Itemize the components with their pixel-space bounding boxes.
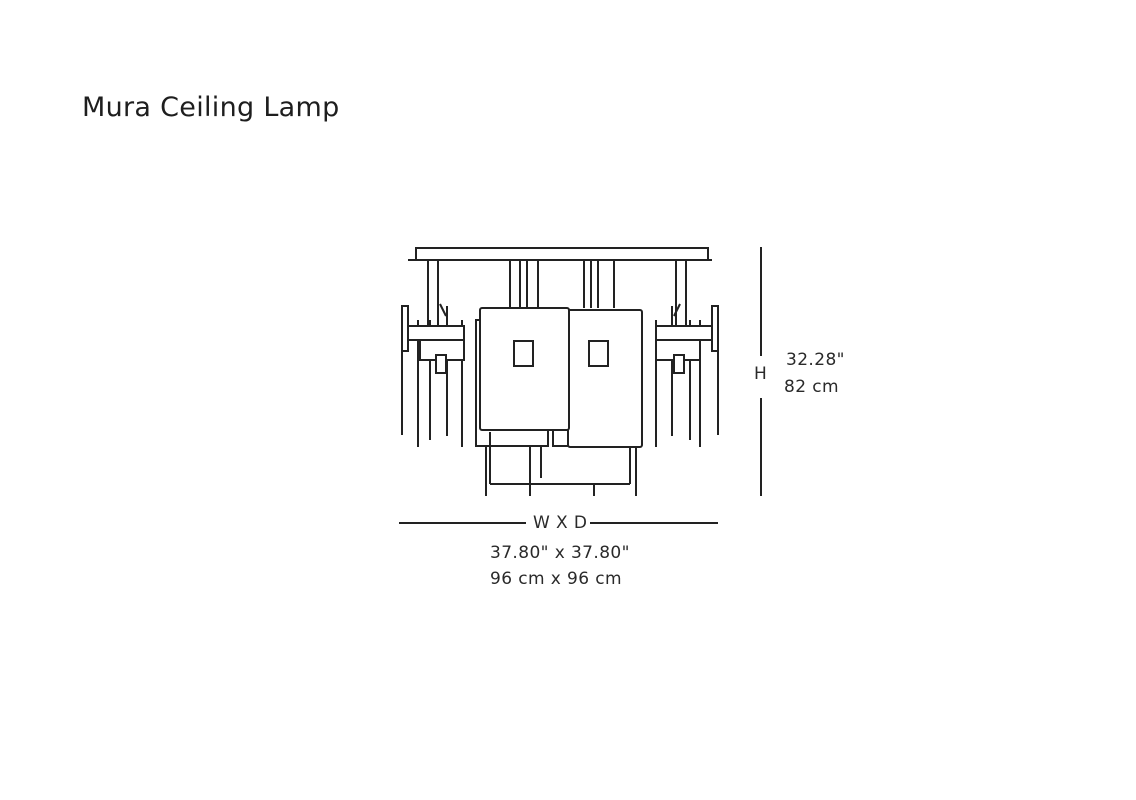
left-side-cluster: [401, 303, 465, 447]
lamp-illustration: [401, 247, 719, 496]
height-label: H: [754, 364, 768, 384]
hanging-rods: [427, 260, 687, 325]
product-title: Mura Ceiling Lamp: [82, 92, 340, 123]
right-panel: [567, 309, 643, 448]
height-cm: 82 cm: [784, 377, 839, 397]
width-depth-cm: 96 cm x 96 cm: [490, 569, 622, 589]
width-depth-inches: 37.80" x 37.80": [490, 543, 630, 563]
width-depth-label: W X D: [531, 513, 590, 533]
right-side-cluster: [655, 303, 719, 447]
front-rods: [485, 446, 637, 496]
left-panel: [479, 307, 570, 431]
height-inches: 32.28": [786, 350, 845, 370]
ceiling-canopy: [415, 247, 709, 261]
